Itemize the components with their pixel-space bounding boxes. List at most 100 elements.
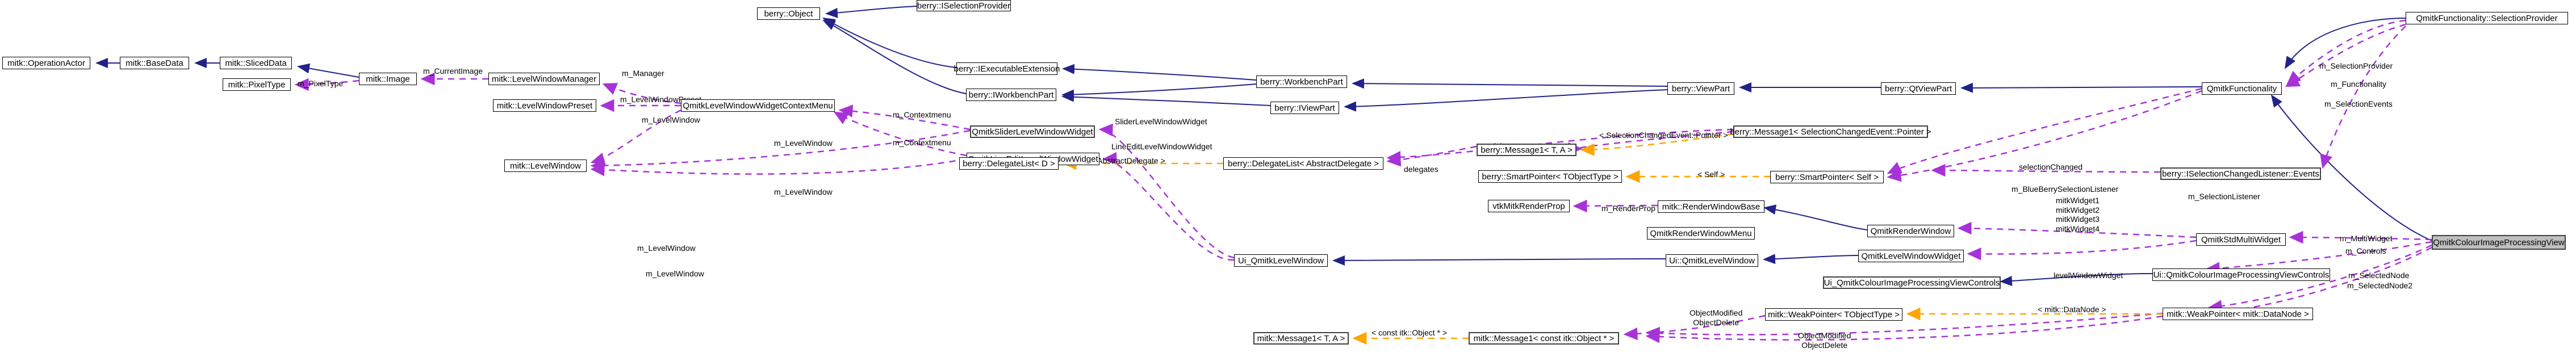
edge-qmitklww-uiqmitklw (1763, 254, 1859, 265)
class-node-berryObject[interactable]: berry::Object (757, 7, 820, 20)
class-node-mitkBaseData[interactable]: mitk::BaseData (120, 57, 189, 69)
class-node-berryIExecutableExtension[interactable]: berry::IExecutableExtension (954, 62, 1060, 75)
class-node-mitkMessage1TA[interactable]: mitk::Message1< T, A > (1253, 332, 1349, 345)
class-node-label: QmitkRenderWindow (1870, 226, 1951, 236)
class-node-label: mitk::Message1< T, A > (1257, 333, 1345, 343)
usage-edges (294, 19, 2432, 343)
edge-iviewpart-iworkbenchpart (1061, 91, 1271, 106)
edge-label-lbl_selectionlistener: m_SelectionListener (2188, 192, 2260, 201)
edge-lineedit-levelwindow (590, 158, 967, 177)
class-node-label: QmitkLevelWindowWidgetContextMenu (683, 100, 833, 111)
class-node-qmitkRenderWindow[interactable]: QmitkRenderWindow (1867, 225, 1954, 237)
class-node-uiUnderscoreQmitkLevelWindow[interactable]: Ui_QmitkLevelWindow (1234, 254, 1328, 267)
class-node-label: berry::SmartPointer< Self > (1775, 172, 1879, 182)
edge-label-lbl_currentimage: m_CurrentImage (423, 66, 483, 75)
class-node-label: QmitkFunctionality::SelectionProvider (2416, 13, 2558, 23)
class-node-label: mitk::OperationActor (7, 58, 85, 68)
class-node-berrySmartPointerTObject[interactable]: berry::SmartPointer< TObjectType > (1478, 170, 1622, 183)
class-node-label: mitk::SlicedData (225, 58, 287, 68)
edge-label-lbl_lw_mid: m_LevelWindow (774, 138, 833, 148)
class-node-mitkImage[interactable]: mitk::Image (359, 73, 417, 85)
edge-label-lbl_ctxmenu2: m_Contextmenu (893, 138, 951, 147)
class-node-qmitkSliderLevelWindowWidget[interactable]: QmitkSliderLevelWindowWidget (970, 125, 1095, 138)
class-node-qmitkLevelWindowWidgetContextMenu[interactable]: QmitkLevelWindowWidgetContextMenu (681, 99, 835, 112)
edge-message1ta-delegatelist-1 (1386, 145, 1477, 167)
edge-label-lbl_lw_top: m_LevelWindow (642, 115, 700, 124)
class-node-berrySmartPointerSelf[interactable]: berry::SmartPointer< Self > (1770, 171, 1884, 183)
edge-label-lbl_delegates_bottom: delegates (1404, 165, 1438, 174)
class-node-label: berry::Message1< T, A > (1481, 145, 1573, 155)
class-node-mitkLevelWindow[interactable]: mitk::LevelWindow (504, 159, 587, 172)
class-node-mitkSlicedData[interactable]: mitk::SlicedData (220, 57, 292, 69)
class-node-uiQmitkColourControls[interactable]: Ui::QmitkColourImageProcessingViewContro… (2152, 268, 2330, 281)
edge-workbenchpart-iworkbenchpart (1061, 83, 1257, 100)
edge-label-lbl_lw_bottom: m_LevelWindow (774, 187, 833, 196)
class-node-berryIViewPart[interactable]: berry::IViewPart (1270, 102, 1339, 114)
class-node-label: mitk::WeakPointer< mitk::DataNode > (2167, 309, 2309, 319)
class-node-label: berry::ISelectionChangedListener::Events (2162, 169, 2319, 179)
class-node-berryIWorkbenchPart[interactable]: berry::IWorkbenchPart (966, 89, 1056, 101)
class-node-berryMessage1TA[interactable]: berry::Message1< T, A > (1477, 144, 1576, 156)
class-node-qmitkStdMultiWidget[interactable]: QmitkStdMultiWidget (2196, 233, 2286, 246)
edge-functionality-qtviewpart (1960, 82, 2202, 93)
class-node-mitkWeakPointerTObject[interactable]: mitk::WeakPointer< TObjectType > (1765, 308, 1902, 321)
class-node-berryDelegateListAbstract[interactable]: berry::DelegateList< AbstractDelegate > (1223, 157, 1383, 170)
edge-iworkbenchpart-object (822, 20, 967, 94)
edge-label-lbl_objmod_mid: ObjectModified ObjectDelete (1798, 331, 1851, 350)
edge-label-lbl_abstractdelegate: < AbstractDelegate > (1091, 156, 1165, 165)
class-node-mitkLevelWindowManager[interactable]: mitk::LevelWindowManager (488, 73, 600, 85)
class-node-label: QmitkFunctionality (2206, 83, 2277, 94)
class-node-label: vtkMitkRenderProp (1492, 201, 1565, 211)
class-node-uiQmitkLevelWindow[interactable]: Ui::QmitkLevelWindow (1666, 254, 1758, 267)
class-node-qmitkColourImageProcessingView[interactable]: QmitkColourImageProcessingView (2432, 235, 2566, 250)
edge-slider-levelwindow (590, 129, 971, 172)
edge-label-lbl_lineeditwidget: LineEditLevelWindowWidget (1111, 142, 1212, 151)
edge-label-lbl_selectednode2: m_SelectedNode2 (2347, 281, 2413, 290)
class-node-mitkLevelWindowPreset[interactable]: mitk::LevelWindowPreset (493, 99, 596, 112)
class-node-berryQtViewPart[interactable]: berry::QtViewPart (1881, 82, 1956, 95)
edge-label-lbl_pixeltype: m_PixelType (298, 79, 344, 88)
class-node-label: mitk::PixelType (228, 79, 286, 90)
class-node-label: Ui_QmitkLevelWindow (1238, 255, 1324, 266)
class-node-berryISelectionChangedListenerEvents[interactable]: berry::ISelectionChangedListener::Events (2160, 167, 2321, 180)
class-node-label: berry::ViewPart (1671, 83, 1730, 94)
class-node-berrySelectionProvider[interactable]: berry::ISelectionProvider (917, 0, 1011, 11)
class-node-berryViewPart[interactable]: berry::ViewPart (1667, 82, 1734, 95)
edge-qmitkrw-renderwindowbase (1763, 204, 1868, 230)
class-node-berryDelegateListD[interactable]: berry::DelegateList< D > (959, 157, 1059, 170)
edge-selectionprovider-object (825, 6, 917, 18)
class-node-uiUnderscoreQmitkColourControls[interactable]: Ui_QmitkColourImageProcessingViewControl… (1823, 276, 2001, 289)
edge-label-lbl_functionality: m_Functionality (2331, 79, 2387, 89)
class-node-label: mitk::RenderWindowBase (1662, 202, 1760, 212)
class-node-label: QmitkRenderWindowMenu (1650, 228, 1752, 238)
class-node-berryWorkbenchPart[interactable]: berry::WorkbenchPart (1256, 75, 1347, 88)
class-node-mitkPixelType[interactable]: mitk::PixelType (223, 78, 291, 91)
class-node-label: QmitkLevelWindowWidget (1861, 251, 1961, 261)
class-node-label: mitk::LevelWindow (509, 161, 582, 171)
class-node-mitkMessage1ConstItk[interactable]: mitk::Message1< const itk::Object * > (1469, 332, 1619, 345)
class-node-qmitkRenderWindowMenu[interactable]: QmitkRenderWindowMenu (1647, 227, 1755, 240)
class-node-label: mitk::Message1< const itk::Object * > (1473, 333, 1615, 343)
edge-label-lbl_constitk: < const itk::Object * > (1371, 328, 1448, 337)
class-node-berryMessage1SelChanged[interactable]: berry::Message1< SelectionChangedEvent::… (1730, 125, 1931, 138)
class-node-label: berry::IViewPart (1274, 103, 1335, 113)
class-node-qmitkFunctionalitySelectionProvider[interactable]: QmitkFunctionality::SelectionProvider (2406, 12, 2568, 24)
class-node-vtkMitkRenderProp[interactable]: vtkMitkRenderProp (1488, 200, 1570, 212)
class-node-label: berry::DelegateList< AbstractDelegate > (1228, 158, 1379, 169)
edge-label-lbl_datanode: < mitk::DataNode > (2038, 305, 2106, 314)
edge-image-sliceddata (297, 63, 359, 78)
edge-iexecutableextension-object (822, 18, 957, 68)
class-node-mitkWeakPointerDataNode[interactable]: mitk::WeakPointer< mitk::DataNode > (2163, 308, 2313, 320)
class-node-label: berry::WorkbenchPart (1260, 77, 1343, 87)
edge-uiqmitklw-uiunderscore (1332, 255, 1666, 266)
edge-selprovider-functionality (2286, 19, 2406, 85)
class-node-qmitkLevelWindowWidget[interactable]: QmitkLevelWindowWidget (1858, 250, 1964, 262)
edge-viewpart-iviewpart (1344, 89, 1668, 112)
edge-workbenchpart-iexecutableextension (1062, 64, 1257, 81)
edge-label-lbl_selectednode: m_SelectedNode (2348, 271, 2410, 280)
class-node-qmitkFunctionality[interactable]: QmitkFunctionality (2202, 82, 2282, 95)
class-node-mitkRenderWindowBase[interactable]: mitk::RenderWindowBase (1658, 200, 1764, 213)
class-node-mitkOperationActor[interactable]: mitk::OperationActor (2, 57, 90, 69)
edge-selprovider-base1 (2284, 18, 2406, 69)
